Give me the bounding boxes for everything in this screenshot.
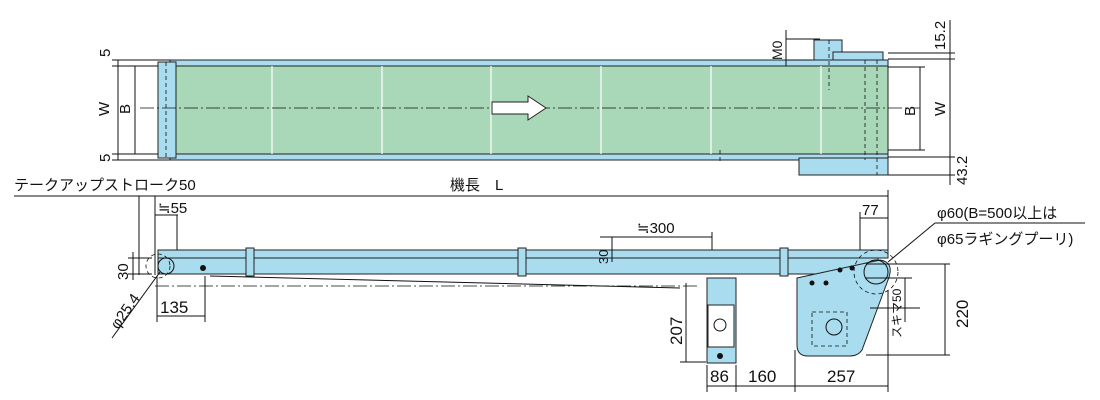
tail-pulley [157, 257, 175, 275]
dim-left-5-top: 5 [97, 49, 114, 57]
dim-43-2: 43.2 [954, 156, 971, 185]
direction-arrow-icon [491, 95, 547, 121]
dim-220: 220 [953, 300, 972, 328]
dim-86: 86 [710, 367, 729, 386]
takeup-stroke-label: テークアップストローク50 [14, 177, 196, 194]
dim-left-w: W [96, 101, 113, 116]
dim-257: 257 [827, 367, 855, 386]
dim-right-b: B [902, 106, 919, 116]
dim-15-2: 15.2 [932, 21, 949, 50]
side-view: 機長 L テークアップストローク50 ≒55 30 φ25.4 135 [14, 177, 1085, 392]
drive-unit-housing [796, 259, 891, 357]
motor-bottom-block [798, 157, 889, 176]
dim-approx-55: ≒55 [158, 200, 187, 217]
dim-pulley-dia: φ25.4 [107, 291, 143, 333]
dim-m0: M0 [769, 40, 785, 60]
top-view: 5 W B 5 M0 15.2 B W 43.2 [96, 20, 971, 185]
dim-207: 207 [667, 317, 686, 345]
dim-30-left: 30 [115, 263, 132, 280]
dim-approx-300: ≒300 [637, 220, 675, 237]
dim-135: 135 [160, 298, 188, 317]
dim-30-mid: 30 [596, 250, 611, 264]
dim-left-b: B [117, 104, 134, 114]
dim-left-5-bottom: 5 [97, 154, 114, 162]
dim-160: 160 [748, 367, 776, 386]
dim-right-w: W [932, 101, 949, 116]
dim-77: 77 [862, 202, 879, 219]
machine-length-label: 機長 L [450, 177, 503, 194]
drive-pulley-note-line1: φ60(B=500以上は [937, 205, 1057, 222]
dim-gap-50: スキマ50 [890, 288, 904, 338]
drive-pulley-note-line2: φ65ラギングプーリ) [937, 231, 1073, 248]
